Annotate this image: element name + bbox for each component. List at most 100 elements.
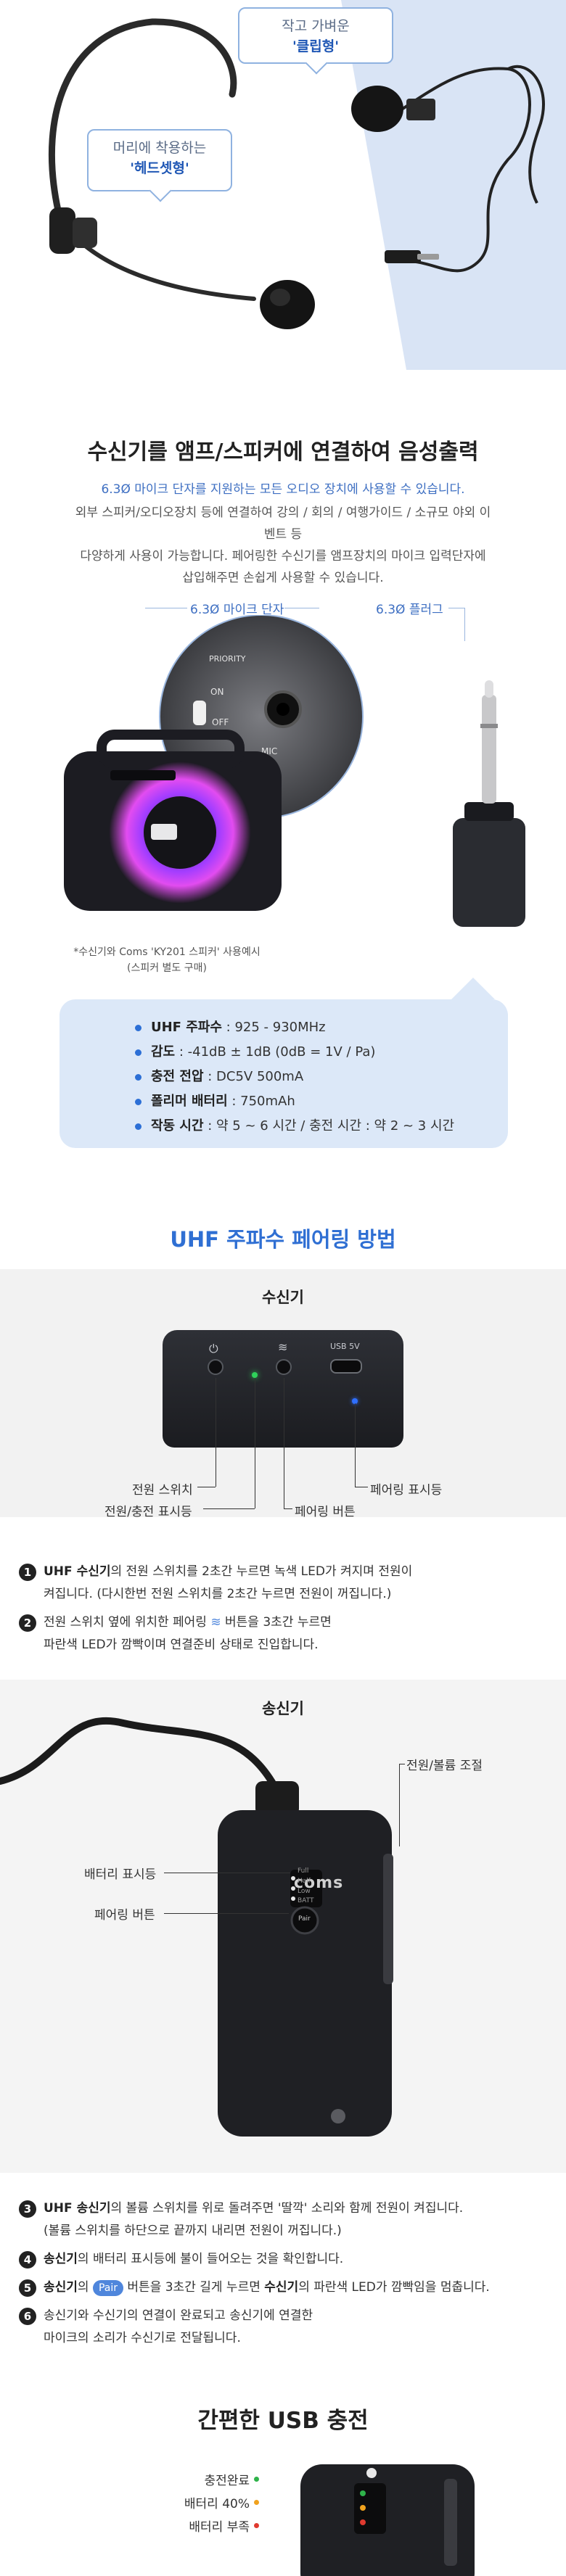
desc-line: 삽입해주면 손쉽게 사용할 수 있습니다. [182, 571, 384, 585]
spec-item: 감도 : -41dB ± 1dB (0dB = 1V / Pa) [134, 1040, 454, 1065]
step-item: 5 송신기의 Pair 버튼을 3초간 길게 누르면 수신기의 파란색 LED가… [19, 2276, 559, 2299]
amp-on-text: ON [210, 687, 223, 697]
pairing-button[interactable] [276, 1359, 292, 1375]
receiver-device: ⏻ ≋ USB 5V [163, 1330, 403, 1448]
battery-40-dot [254, 2500, 259, 2505]
speaker-caption: *수신기와 Coms 'KY201 스피커' 사용예시 (스피커 별도 구매) [58, 944, 276, 976]
spec-value: : 750mAh [227, 1094, 295, 1109]
wifi-icon: ≋ [210, 1615, 221, 1630]
desc-line: 외부 스피커/오디오장치 등에 연결하여 강의 / 회의 / 여행가이드 / 소… [75, 505, 491, 542]
connector-line [284, 1508, 292, 1509]
step-number: 3 [19, 2200, 36, 2218]
clip-bubble-line1: 작고 가벼운 [282, 18, 350, 34]
spec-item: UHF 주파수 : 925 - 930MHz [134, 1015, 454, 1040]
step-text: 버튼을 3초간 길게 누르면 [123, 2280, 265, 2295]
step-number: 6 [19, 2308, 36, 2325]
spec-value: : 약 5 ~ 6 시간 / 충전 시간 : 약 2 ~ 3 시간 [203, 1118, 455, 1134]
spec-key: 감도 [151, 1044, 176, 1060]
spec-item: 폴리머 배터리 : 750mAh [134, 1089, 454, 1114]
pairing-section-title: UHF 주파수 페어링 방법 [170, 1227, 396, 1252]
step-text: 전원 스위치 옆에 위치한 페어링 [44, 1615, 207, 1630]
battery-low-label: 배터리 부족 [189, 2520, 250, 2535]
transmitter-brand: coms [294, 1874, 344, 1892]
clip-type-bubble: 작고 가벼운 '클립형' [238, 7, 393, 64]
headset-type-bubble: 머리에 착용하는 '헤드셋형' [87, 129, 232, 191]
transmitter-title: 송신기 [262, 1700, 304, 1717]
step-text: 파란색 LED가 깜빡이며 연결준비 상태로 진입합니다. [44, 1638, 319, 1652]
pair-button-label: 페어링 버튼 [94, 1908, 155, 1923]
step-item: 2 전원 스위치 옆에 위치한 페어링 ≋ 버튼을 3초간 누르면 파란색 LE… [19, 1611, 556, 1656]
step-bold: 수신기 [264, 2280, 299, 2295]
receiver-title: 수신기 [262, 1289, 304, 1306]
head-bubble-line1: 머리에 착용하는 [112, 140, 207, 156]
battery-indicator-label: 배터리 표시등 [84, 1867, 157, 1882]
clip-bubble-line2: '클립형' [292, 38, 340, 54]
plug-label: 6.3Ø 플러그 [376, 603, 443, 617]
connector-line [203, 1508, 255, 1509]
caption-line: (스피커 별도 구매) [127, 962, 207, 974]
headset-mic-image [48, 18, 545, 329]
power-switch-button[interactable] [208, 1359, 223, 1375]
amp-priority-text: PRIORITY [209, 654, 246, 664]
spec-value: : DC5V 500mA [203, 1069, 304, 1084]
plug-leader [464, 608, 465, 641]
pair-label: Pair [298, 1915, 311, 1923]
step-text: 버튼을 3초간 누르면 [221, 1615, 332, 1630]
power-switch-label: 전원 스위치 [132, 1483, 193, 1498]
receiver-steps: 1 UHF 수신기의 전원 스위치를 2초간 누르면 녹색 LED가 켜지며 전… [19, 1561, 556, 1662]
battery-40-label: 배터리 40% [184, 2497, 250, 2511]
mic-jack-label: 6.3Ø 마이크 단자 [190, 603, 284, 617]
pairing-led [352, 1398, 358, 1404]
charge-complete-dot [254, 2477, 259, 2482]
speaker-with-receiver-image: PRIORITY ON OFF MIC [64, 615, 525, 927]
output-section-description: 외부 스피커/오디오장치 등에 연결하여 강의 / 회의 / 여행가이드 / 소… [73, 502, 493, 589]
battery-level-low: Low [298, 1888, 311, 1895]
step-number: 4 [19, 2251, 36, 2269]
transmitter-steps: 3 UHF 송신기의 볼륨 스위치를 위로 돌려주면 '딸깍' 소리와 함께 전… [19, 2197, 559, 2356]
battery-low-dot [254, 2523, 259, 2528]
step-number: 1 [19, 1564, 36, 1581]
connector-line [355, 1403, 356, 1487]
usb-port [330, 1359, 362, 1374]
step-text: 의 볼륨 스위치를 위로 돌려주면 '딸깍' 소리와 함께 전원이 켜집니다. [110, 2201, 464, 2216]
pair-badge: Pair [92, 2280, 124, 2296]
pairing-button-label: 페어링 버튼 [295, 1505, 356, 1519]
power-volume-label: 전원/볼륨 조절 [406, 1759, 483, 1773]
power-icon: ⏻ [209, 1342, 218, 1355]
output-section-title: 수신기를 앰프/스피커에 연결하여 음성출력 [87, 439, 479, 465]
spec-key: 충전 전압 [151, 1069, 204, 1084]
spec-item: 충전 전압 : DC5V 500mA [134, 1065, 454, 1089]
wifi-icon: ≋ [278, 1340, 288, 1354]
spec-list: UHF 주파수 : 925 - 930MHz 감도 : -41dB ± 1dB … [134, 1015, 454, 1139]
battery-level-full: Full [298, 1867, 309, 1875]
hero-section: 작고 가벼운 '클립형' 머리에 착용하는 '헤드셋형' [0, 0, 566, 370]
step-text: 의 배터리 표시등에 불이 들어오는 것을 확인합니다. [77, 2252, 344, 2266]
spec-value: : 925 - 930MHz [221, 1020, 326, 1035]
step-number: 2 [19, 1614, 36, 1632]
step-text: 의 파란색 LED가 깜빡임을 멈춥니다. [298, 2280, 490, 2295]
transmitter-image [0, 1717, 393, 2137]
battery-level-half: Half [298, 1878, 311, 1885]
usb-section-title: 간편한 USB 충전 [197, 2408, 369, 2434]
step-item: 1 UHF 수신기의 전원 스위치를 2초간 누르면 녹색 LED가 켜지며 전… [19, 1561, 556, 1606]
spec-key: UHF 주파수 [151, 1020, 222, 1035]
step-bold: UHF 수신기 [44, 1564, 111, 1579]
step-bold: 송신기 [44, 2280, 78, 2295]
caption-line: *수신기와 Coms 'KY201 스피커' 사용예시 [73, 946, 261, 958]
spec-value: : -41dB ± 1dB (0dB = 1V / Pa) [175, 1044, 376, 1060]
spec-item: 작동 시간 : 약 5 ~ 6 시간 / 충전 시간 : 약 2 ~ 3 시간 [134, 1114, 454, 1139]
connector-line [164, 1913, 289, 1914]
battery-label: BATT [298, 1897, 314, 1904]
usb-label: USB 5V [330, 1342, 360, 1351]
step-item: 3 UHF 송신기의 볼륨 스위치를 위로 돌려주면 '딸깍' 소리와 함께 전… [19, 2197, 559, 2242]
output-section-subtitle: 6.3Ø 마이크 단자를 지원하는 모든 오디오 장치에 사용할 수 있습니다. [101, 482, 465, 497]
head-bubble-line2: '헤드셋형' [130, 160, 189, 176]
amp-off-text: OFF [212, 717, 229, 727]
step-bold: UHF 송신기 [44, 2201, 111, 2216]
spec-key: 작동 시간 [151, 1118, 204, 1134]
power-charge-indicator-label: 전원/충전 표시등 [104, 1505, 192, 1519]
step-text: 송신기와 수신기의 연결이 완료되고 송신기에 연결한 [44, 2308, 313, 2323]
desc-line: 다양하게 사용이 가능합니다. 페어링한 수신기를 앰프장치의 마이크 입력단자… [80, 549, 486, 564]
step-text: 의 [77, 2280, 93, 2295]
